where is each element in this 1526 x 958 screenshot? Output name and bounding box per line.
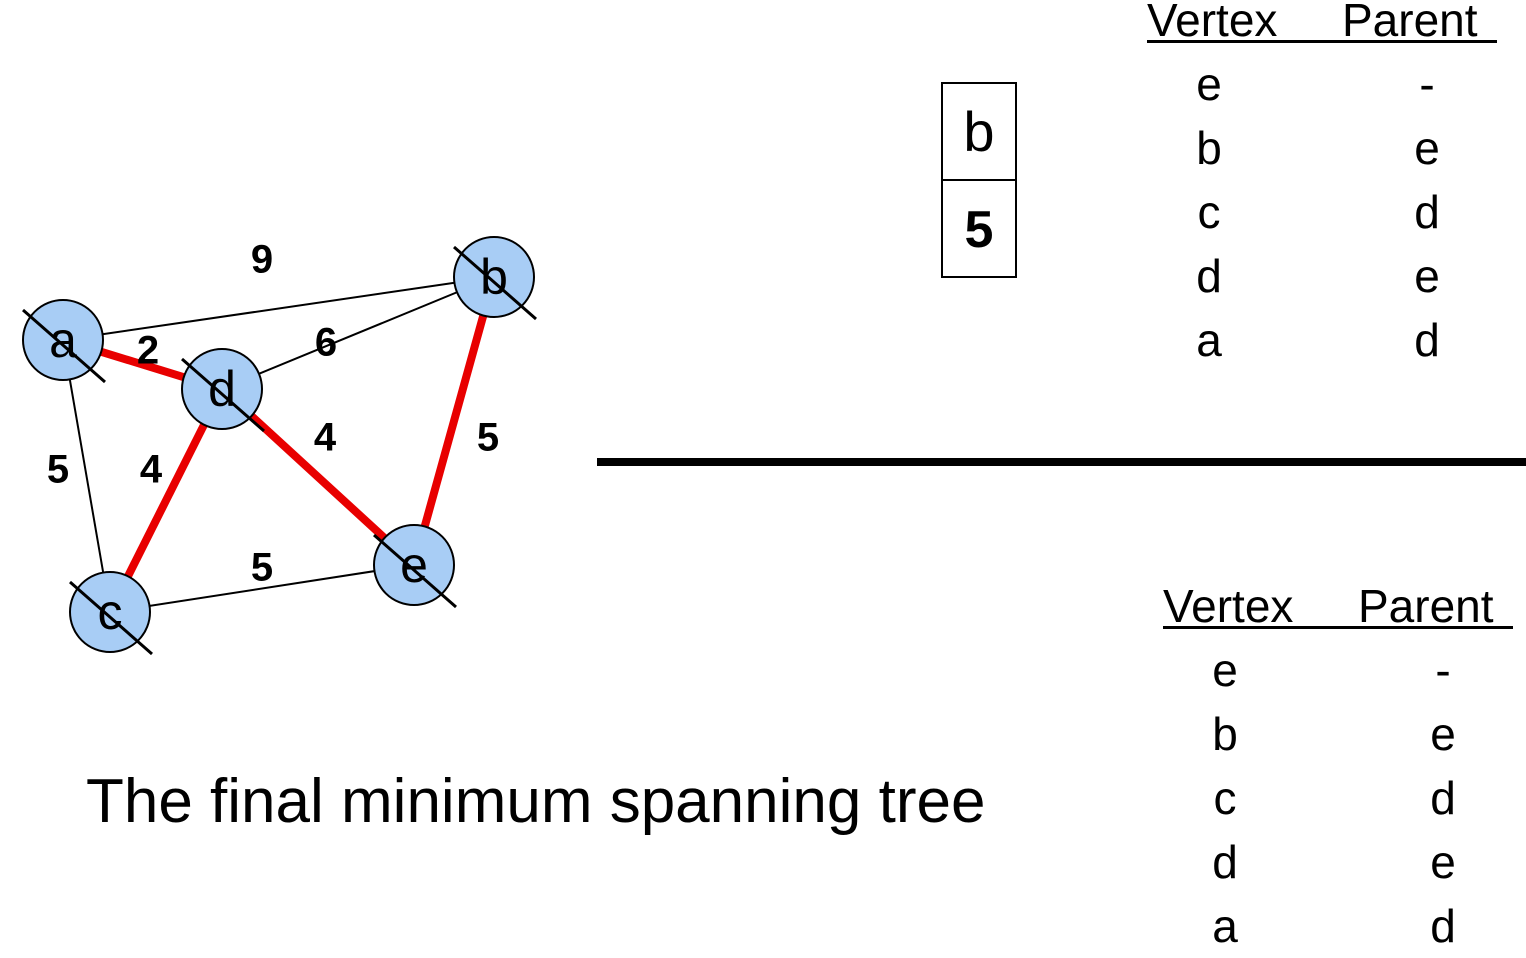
node-label: d (208, 361, 236, 417)
edge-b-e-tree (410, 275, 498, 567)
row-vertex: c (1213, 772, 1237, 824)
divider-line (597, 458, 1526, 466)
node-label: c (98, 584, 123, 640)
header-underline (1163, 626, 1513, 629)
weights-layer: 9 2 6 5 4 4 5 5 (47, 238, 499, 590)
row-parent: d (1414, 314, 1440, 366)
table-header: Vertex (1147, 0, 1277, 52)
edge-weight-b-e: 5 (477, 416, 499, 460)
edge-a-c (62, 339, 111, 613)
row-parent: - (1435, 644, 1451, 696)
edge-weight-c-d: 4 (140, 448, 163, 492)
edge-weight-a-d: 2 (137, 329, 159, 373)
row-vertex: e (1196, 58, 1222, 110)
header-underline (1147, 40, 1497, 43)
edge-d-e-tree (219, 386, 417, 568)
row-parent: d (1430, 900, 1456, 952)
edge-c-d-tree (106, 387, 226, 614)
row-parent: e (1414, 250, 1440, 302)
edge-d-b (221, 276, 495, 390)
table-header: Parent (1342, 0, 1478, 52)
row-vertex: e (1212, 644, 1238, 696)
node-circle (69, 571, 151, 653)
edge-a-b (62, 276, 495, 341)
node-label: e (400, 537, 428, 593)
header-parent: Parent (1342, 0, 1478, 46)
table-header: Parent (1358, 574, 1494, 638)
row-vertex: d (1196, 250, 1222, 302)
pq-vertex: b (943, 84, 1015, 181)
node-circle (181, 348, 263, 430)
row-vertex: a (1196, 314, 1222, 366)
row-vertex: c (1197, 186, 1221, 238)
table-header: Vertex (1163, 574, 1293, 638)
header-vertex: Vertex (1163, 580, 1294, 632)
graph-diagram: 9 2 6 5 4 4 5 5 a b c d e (22, 236, 537, 656)
header-parent: Parent (1358, 580, 1494, 632)
node-label: a (49, 312, 77, 368)
pq-key: 5 (964, 200, 994, 259)
strike-through-mark (181, 357, 265, 433)
row-parent: e (1430, 708, 1456, 760)
node-a: a (22, 299, 106, 384)
edge-weight-d-b: 6 (315, 321, 337, 365)
node-circle (22, 299, 104, 381)
edge-weight-c-e: 5 (251, 546, 273, 590)
priority-queue-box: b 5 (941, 82, 1017, 278)
node-d: d (181, 348, 265, 433)
row-parent: e (1430, 836, 1456, 888)
strike-through-mark (22, 308, 106, 384)
row-vertex: b (1212, 708, 1238, 760)
node-c: c (69, 571, 153, 656)
caption: The final minimum spanning tree (86, 767, 986, 836)
node-e: e (373, 524, 457, 609)
node-circle (453, 236, 535, 318)
row-parent: - (1419, 58, 1435, 110)
edge-weight-d-e: 4 (314, 416, 337, 460)
row-vertex: a (1212, 900, 1238, 952)
row-vertex: d (1212, 836, 1238, 888)
strike-through-mark (373, 533, 457, 609)
strike-through-mark (69, 580, 153, 656)
node-circle (373, 524, 455, 606)
edge-weight-a-c: 5 (47, 448, 69, 492)
node-label: b (480, 249, 508, 305)
node-b: b (453, 236, 537, 321)
edge-c-e (109, 564, 415, 613)
row-parent: e (1414, 122, 1440, 174)
row-parent: d (1414, 186, 1440, 238)
nodes-layer: a b c d e (22, 236, 537, 656)
row-parent: d (1430, 772, 1456, 824)
row-vertex: b (1196, 122, 1222, 174)
strike-through-mark (453, 245, 537, 321)
header-vertex: Vertex (1147, 0, 1278, 46)
edge-weight-a-b: 9 (251, 238, 273, 282)
